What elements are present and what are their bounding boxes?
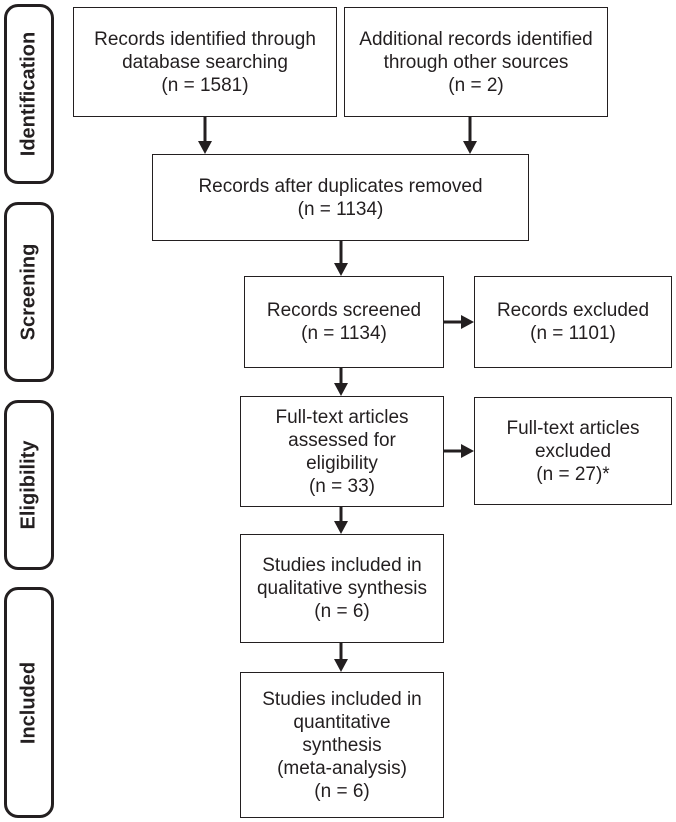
box-fulltext-excluded-line-2: excluded — [534, 440, 612, 462]
box-records-screened-line-2: (n = 1134) — [301, 323, 387, 344]
arrowhead-duplicates-to-screened — [334, 263, 348, 276]
box-qualitative-synthesis-line-3: (n = 6) — [314, 601, 370, 622]
box-database-search-line-3: (n = 1581) — [161, 74, 249, 96]
box-quantitative-synthesis-line-4: (meta-analysis) — [277, 757, 407, 779]
box-fulltext-assessed-line-2: assessed for — [288, 429, 396, 451]
box-other-sources-line-3: (n = 2) — [448, 74, 504, 96]
box-records-screened: Records screened (n = 1134) — [244, 276, 444, 368]
phase-identification: Identification — [4, 4, 54, 184]
box-records-excluded: Records excluded (n = 1101) — [474, 276, 672, 368]
box-records-excluded-line-2: (n = 1101) — [530, 323, 616, 344]
box-records-excluded-line-1: Records excluded — [496, 300, 650, 321]
box-database-search-line-1: Records identified through — [94, 28, 316, 50]
box-duplicates-removed-line-1: Records after duplicates removed — [198, 175, 483, 197]
box-quantitative-synthesis-line-3: synthesis — [302, 734, 382, 756]
box-qualitative-synthesis-line-1: Studies included in — [262, 555, 422, 576]
arrowhead-database-to-duplicates — [198, 141, 212, 154]
box-other-sources-line-2: through other sources — [383, 51, 569, 73]
box-quantitative-synthesis: Studies included in quantitative synthes… — [240, 672, 444, 818]
box-fulltext-assessed-line-4: (n = 33) — [308, 475, 375, 497]
box-database-search: Records identified through database sear… — [73, 7, 337, 117]
box-database-search-line-2: database searching — [122, 51, 288, 73]
box-fulltext-excluded: Full-text articles excluded (n = 27)* — [474, 397, 672, 505]
box-quantitative-synthesis-line-1: Studies included in — [262, 688, 422, 710]
box-quantitative-synthesis-line-2: quantitative — [293, 711, 391, 733]
arrowhead-fulltext-to-excluded — [461, 444, 474, 458]
box-fulltext-assessed-line-3: eligibility — [306, 452, 378, 474]
phase-screening: Screening — [4, 202, 54, 382]
box-qualitative-synthesis-line-2: qualitative synthesis — [256, 578, 428, 599]
arrowhead-other-to-duplicates — [463, 141, 477, 154]
box-quantitative-synthesis-line-5: (n = 6) — [314, 780, 370, 802]
box-fulltext-assessed-line-1: Full-text articles — [275, 406, 409, 428]
box-duplicates-removed-line-2: (n = 1134) — [297, 198, 384, 220]
arrowhead-screened-to-excluded — [461, 315, 474, 329]
arrowhead-screened-to-fulltext — [334, 383, 348, 396]
phase-eligibility: Eligibility — [4, 400, 54, 570]
phase-included: Included — [4, 587, 54, 818]
arrowhead-fulltext-to-qualitative — [334, 521, 348, 534]
box-other-sources-line-1: Additional records identified — [359, 28, 593, 50]
box-fulltext-excluded-line-1: Full-text articles — [506, 417, 640, 439]
box-other-sources: Additional records identified through ot… — [344, 7, 608, 117]
box-fulltext-assessed: Full-text articles assessed for eligibil… — [240, 396, 444, 507]
box-duplicates-removed: Records after duplicates removed (n = 11… — [152, 154, 529, 241]
box-qualitative-synthesis: Studies included in qualitative synthesi… — [240, 534, 444, 643]
box-fulltext-excluded-line-3: (n = 27)* — [536, 463, 610, 485]
arrowhead-qualitative-to-quantitative — [334, 659, 348, 672]
box-records-screened-line-1: Records screened — [266, 300, 422, 321]
